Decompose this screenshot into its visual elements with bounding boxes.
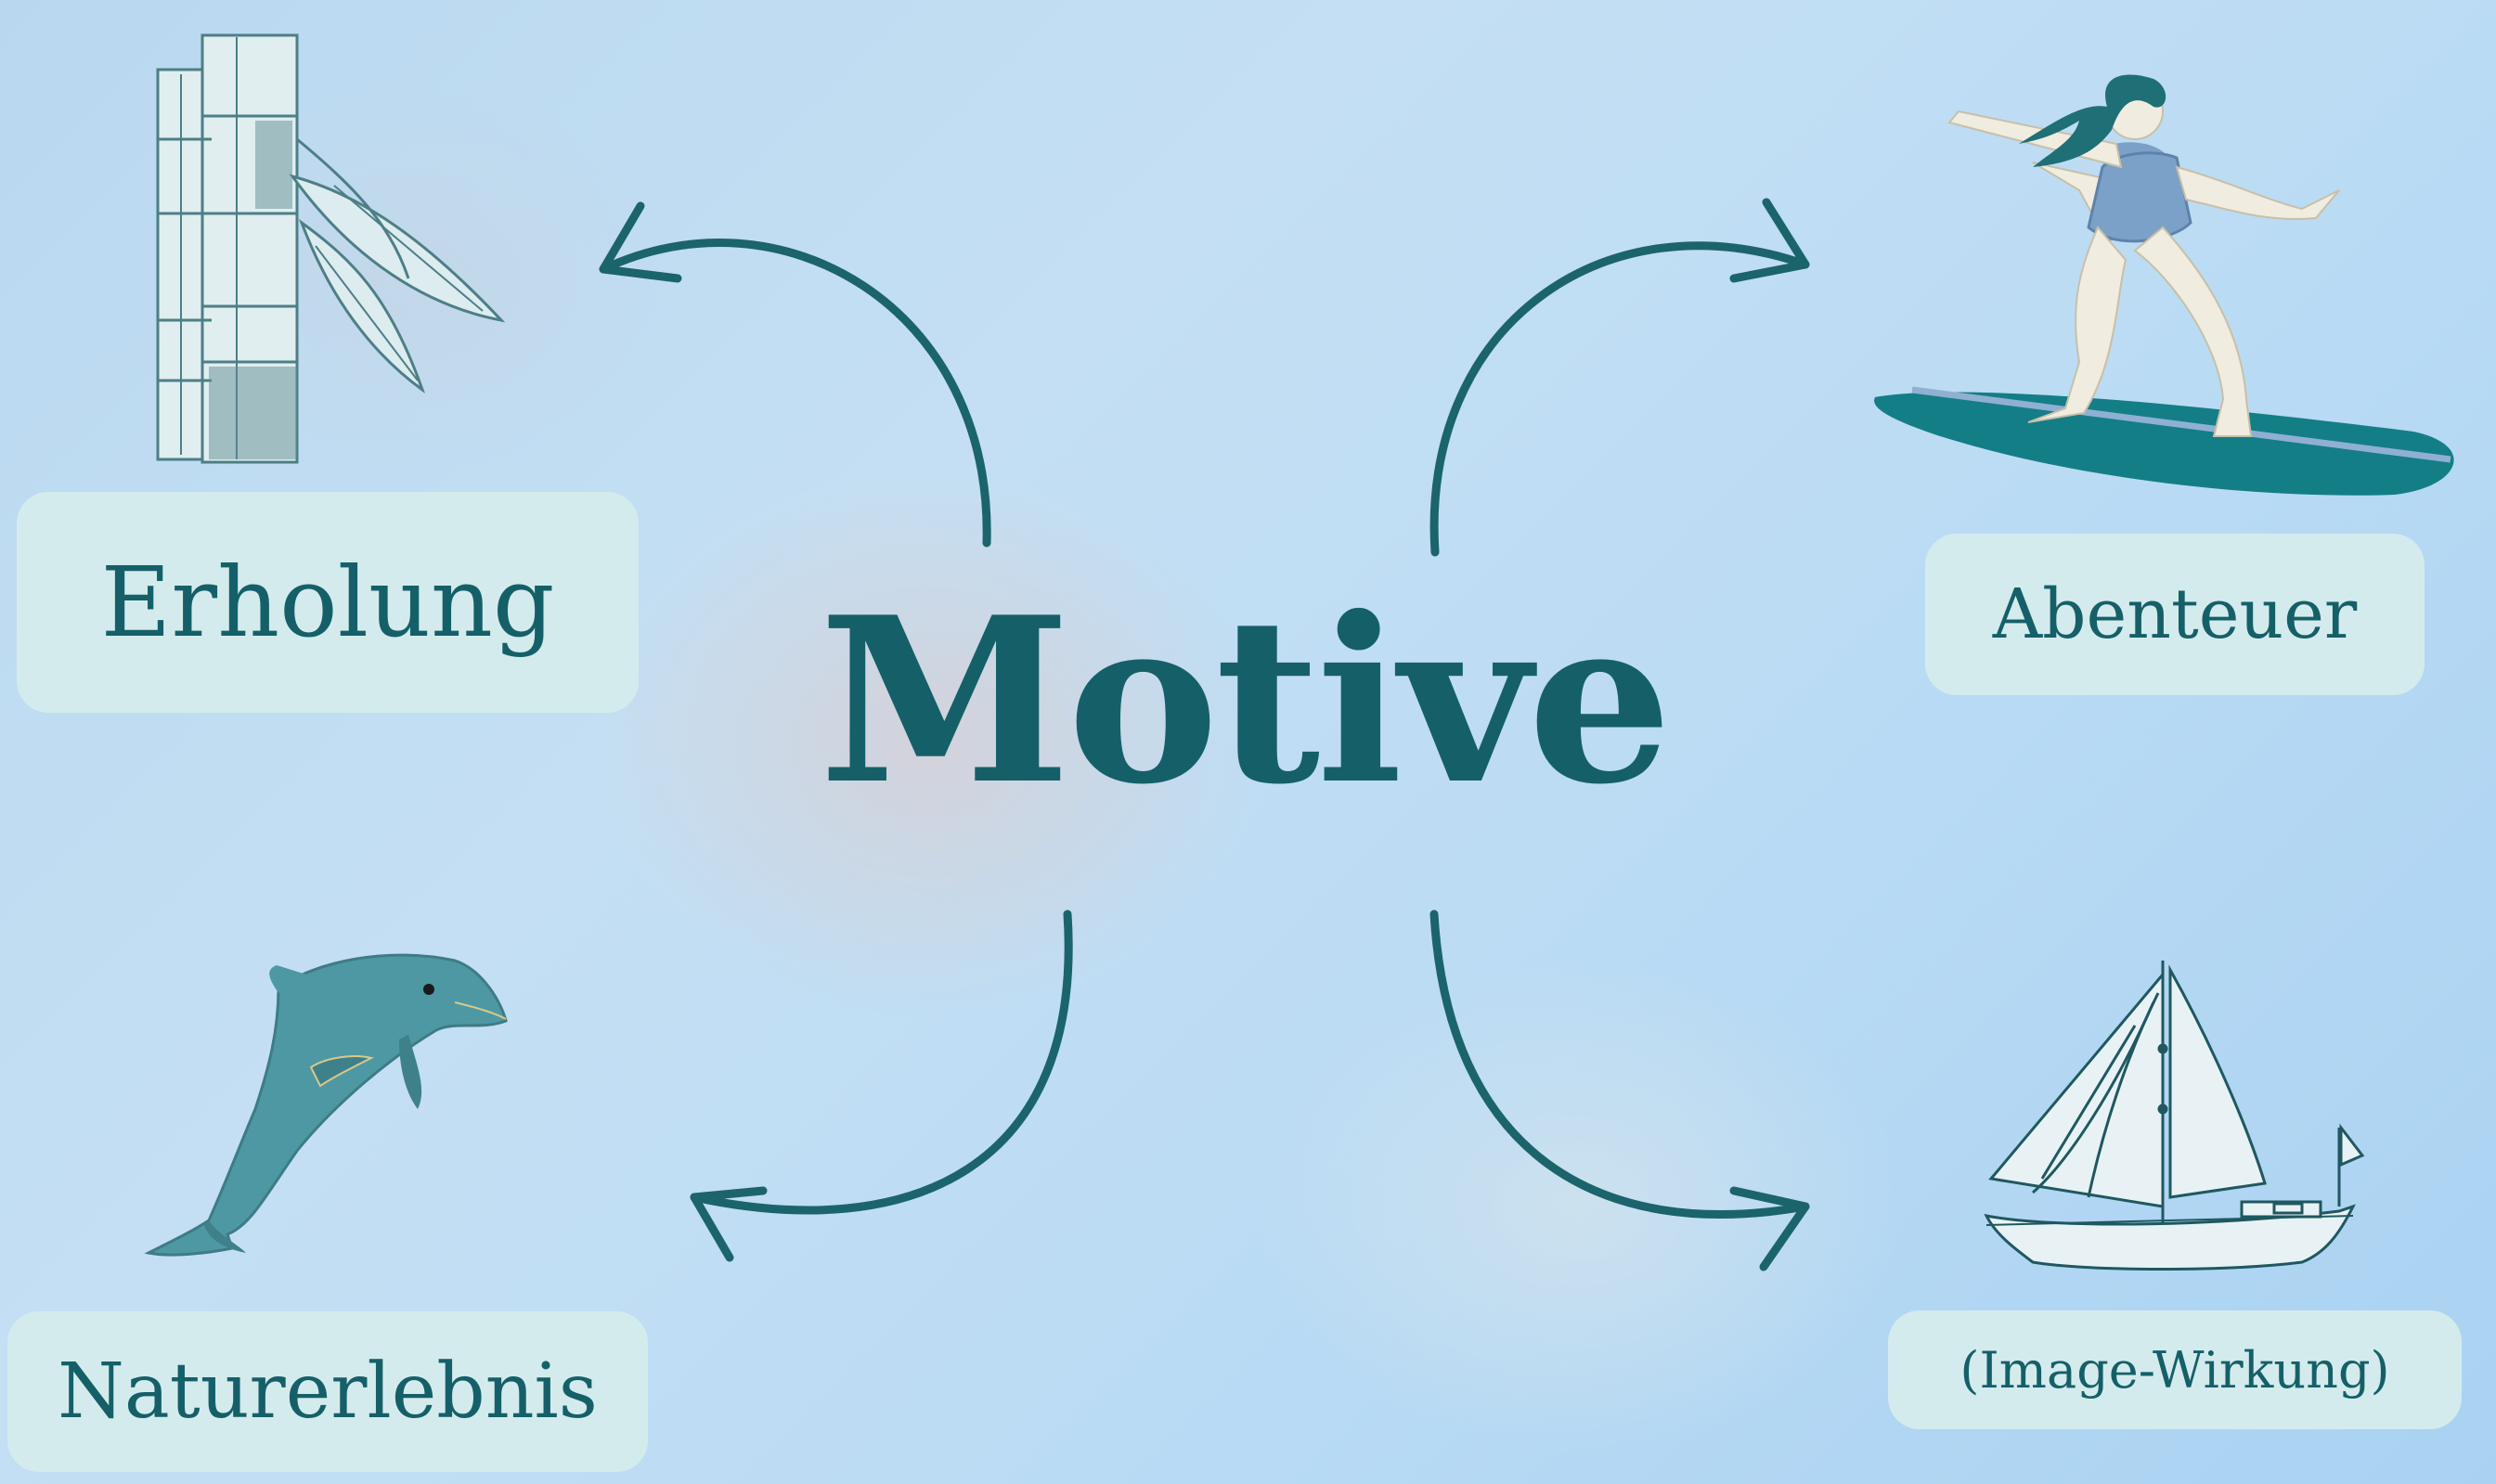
label-abenteuer-text: Abenteuer <box>1992 574 2358 654</box>
label-erholung: Erholung <box>17 492 639 713</box>
label-image-wirkung-text: (Image-Wirkung) <box>1959 1340 2390 1400</box>
label-abenteuer: Abenteuer <box>1925 534 2425 695</box>
label-naturerlebnis-text: Naturerlebnis <box>58 1348 598 1436</box>
arrow-to-image <box>1429 910 1810 1271</box>
arrow-to-abenteuer <box>1429 198 1810 557</box>
label-image-wirkung: (Image-Wirkung) <box>1888 1310 2462 1429</box>
label-naturerlebnis: Naturerlebnis <box>7 1311 648 1472</box>
label-erholung-text: Erholung <box>100 546 555 659</box>
diagram-title: Motive <box>819 567 1672 834</box>
arrow-to-erholung <box>599 201 991 548</box>
arrow-to-naturerlebnis <box>690 910 1073 1262</box>
